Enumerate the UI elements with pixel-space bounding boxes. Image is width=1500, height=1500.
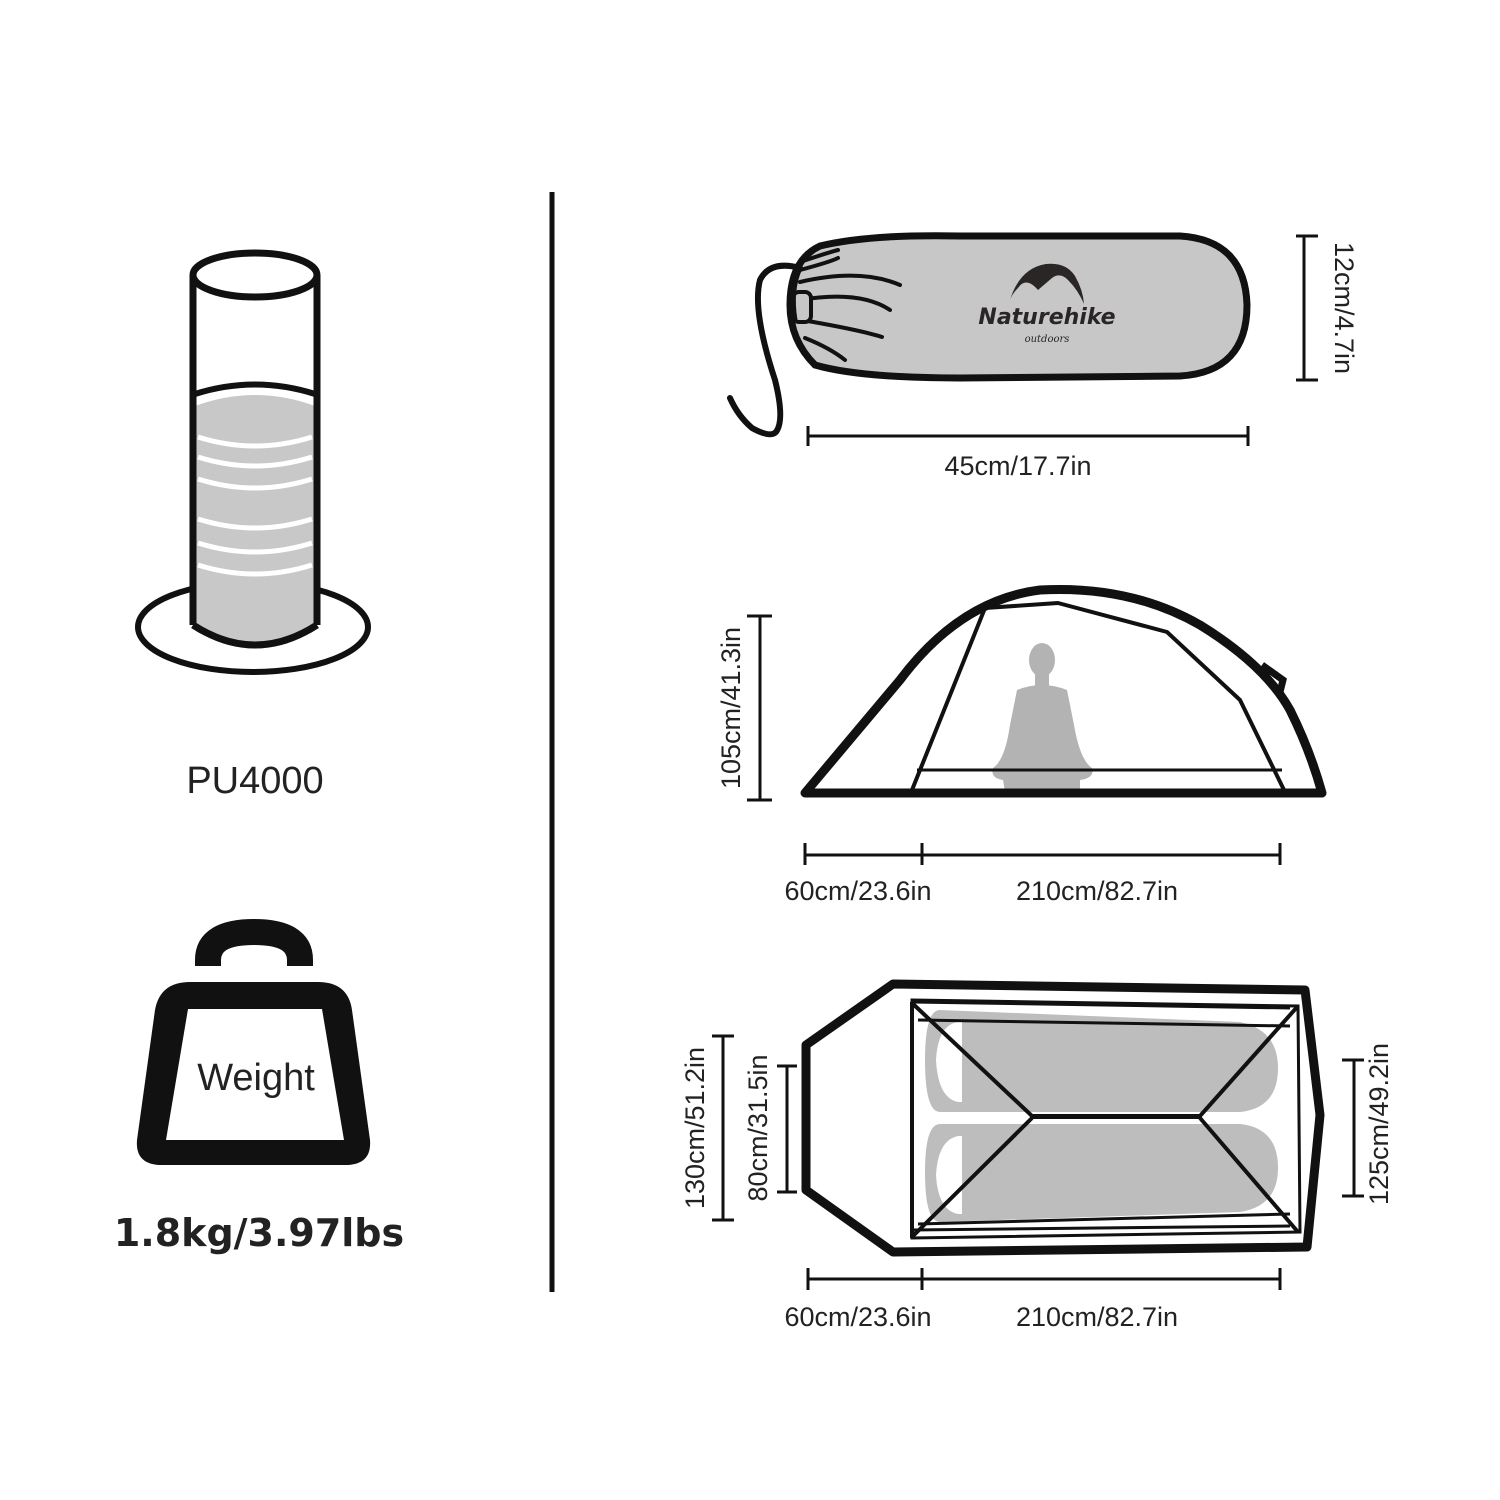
- vestibule-width-label: 80cm/31.5in: [743, 1054, 773, 1201]
- weight-icon: [136, 918, 371, 1165]
- side-inner-length-label: 210cm/82.7in: [1016, 876, 1178, 906]
- brand-subtitle: outdoors: [1025, 334, 1070, 345]
- top-length-dimension: [806, 1268, 1282, 1290]
- brand-name: Naturehike: [978, 305, 1115, 330]
- stuff-sack-icon: Naturehike outdoors: [727, 232, 1251, 438]
- bag-diameter-label: 12cm/4.7in: [1329, 242, 1359, 374]
- weight-icon-text: Weight: [197, 1057, 315, 1099]
- tent-height-label: 105cm/41.3in: [716, 627, 746, 789]
- bag-length-label: 45cm/17.7in: [944, 451, 1091, 481]
- waterproof-rating-label: PU4000: [186, 760, 323, 802]
- top-inner-length-label: 210cm/82.7in: [1016, 1302, 1178, 1332]
- vestibule-width-dimension: [777, 1064, 797, 1194]
- bag-diameter-dimension: [1296, 234, 1318, 382]
- side-length-dimension: [803, 843, 1282, 865]
- foot-width-dimension: [1342, 1058, 1364, 1198]
- tent-height-dimension: [747, 614, 772, 802]
- water-column-icon: [135, 249, 371, 675]
- foot-width-label: 125cm/49.2in: [1364, 1043, 1394, 1205]
- top-vestibule-label: 60cm/23.6in: [784, 1302, 931, 1332]
- weight-label: 1.8kg/3.97lbs: [114, 1211, 404, 1255]
- tent-top-view-icon: [801, 979, 1325, 1257]
- bag-length-dimension: [806, 426, 1250, 446]
- side-vestibule-label: 60cm/23.6in: [784, 876, 931, 906]
- outer-width-dimension: [712, 1034, 734, 1222]
- tent-side-view-icon: [800, 584, 1327, 798]
- outer-width-label: 130cm/51.2in: [680, 1047, 710, 1209]
